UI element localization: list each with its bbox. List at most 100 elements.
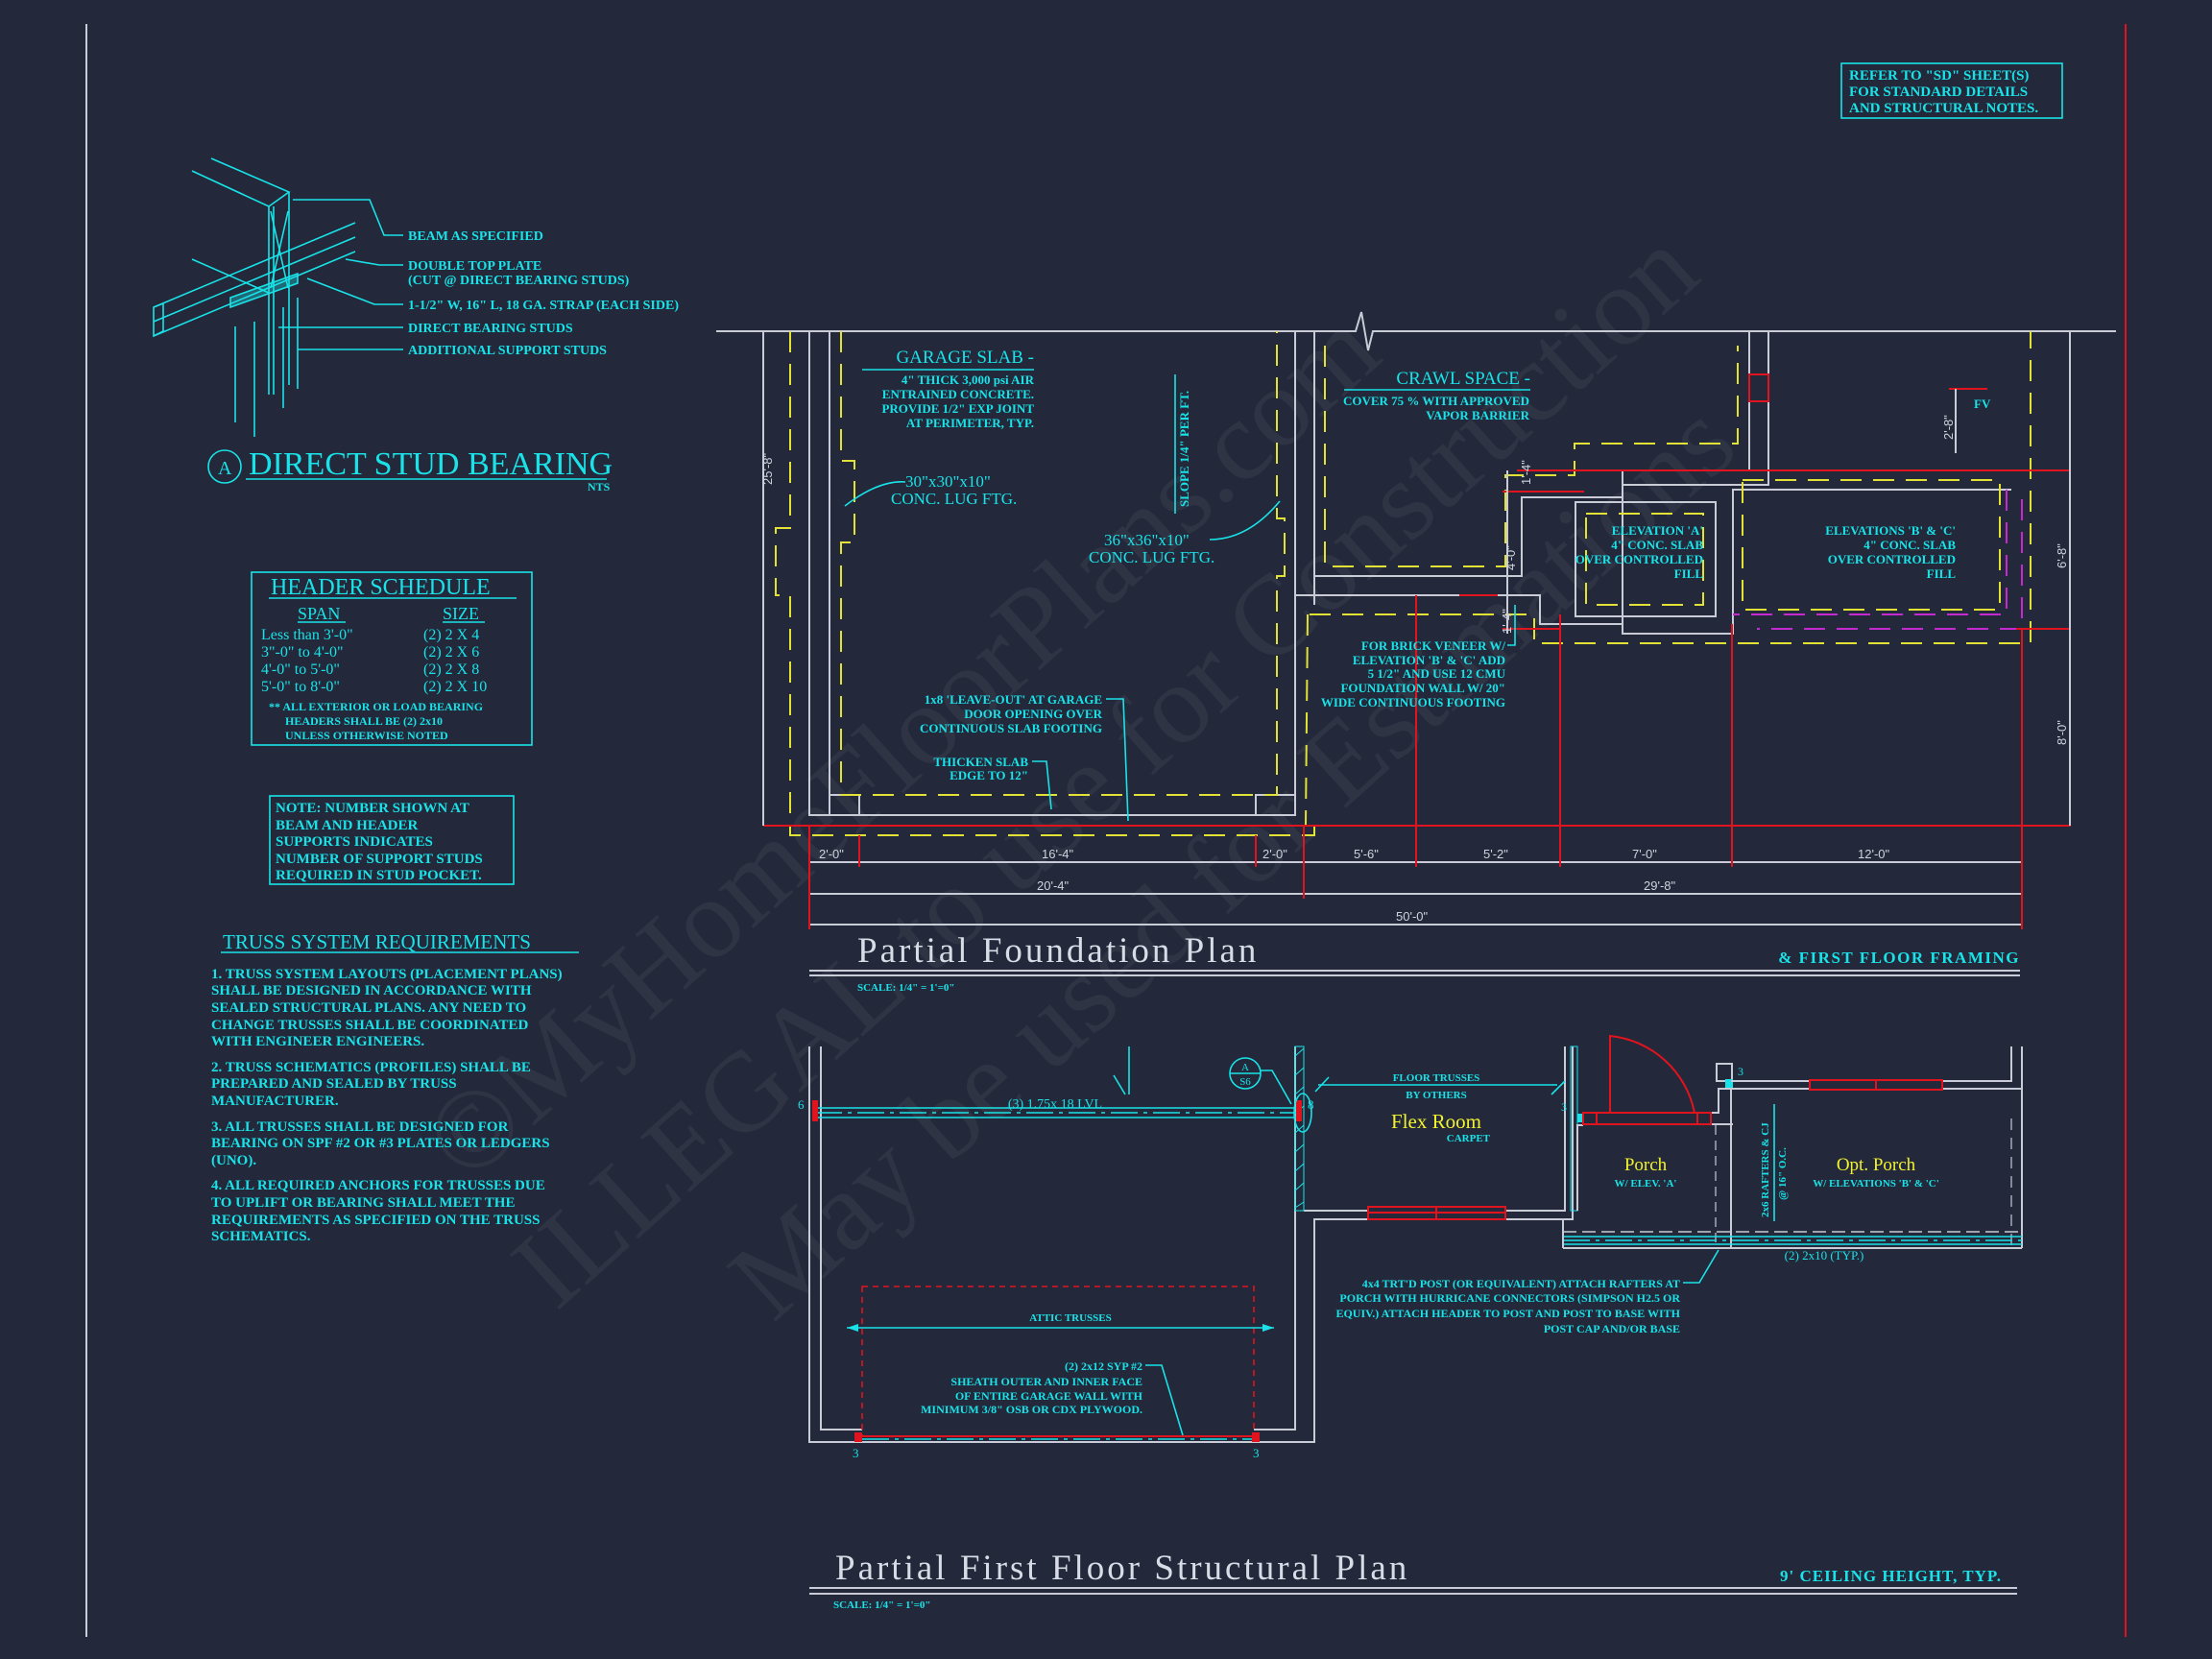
stud-note-line: REQUIRED IN STUD POCKET. (276, 868, 482, 883)
slope-label: SLOPE 1/4" PER FT. (1177, 391, 1191, 507)
brick-note: FOUNDATION WALL W/ 20" (1340, 681, 1505, 695)
garage-note: 4" THICK 3,000 psi AIR (902, 373, 1035, 387)
foundation-plan-scale: SCALE: 1/4" = 1'=0" (857, 982, 954, 994)
stud-label-top-plate-cut: (CUT @ DIRECT BEARING STUDS) (408, 274, 630, 288)
elev-bc-note: 4" CONC. SLAB (1863, 538, 1956, 552)
stud-count: 3 (1561, 1100, 1567, 1114)
post-note: POST CAP AND/OR BASE (1544, 1322, 1680, 1335)
truss-line: 3. ALL TRUSSES SHALL BE DESIGNED FOR (211, 1119, 509, 1135)
stud-label-direct-studs: DIRECT BEARING STUDS (408, 322, 573, 336)
post-note: 4x4 TRT'D POST (OR EQUIVALENT) ATTACH RA… (1362, 1277, 1680, 1290)
stud-label-top-plate: DOUBLE TOP PLATE (408, 259, 541, 274)
truss-line: SEALED STRUCTURAL PLANS. ANY NEED TO (211, 1000, 526, 1016)
dim-5-6: 5'-6" (1354, 847, 1379, 861)
sheath-note: (2) 2x12 SYP #2 (1065, 1359, 1142, 1373)
elev-a-note: FILL (1674, 566, 1704, 581)
stud-count: 3 (853, 1446, 859, 1460)
detail-tag-bottom[interactable]: S6 (1239, 1076, 1251, 1088)
dim-5-2: 5'-2" (1483, 847, 1508, 861)
dim-2-8: 2'-8" (1941, 415, 1956, 440)
flex-room-label: Flex Room (1391, 1110, 1481, 1133)
truss-title: TRUSS SYSTEM REQUIREMENTS (223, 930, 531, 953)
stud-label-support-studs: ADDITIONAL SUPPORT STUDS (408, 344, 607, 358)
dim-8-0: 8'-0" (2055, 720, 2069, 745)
post-note: EQUIV.) ATTACH HEADER TO POST AND POST T… (1335, 1307, 1680, 1320)
header-schedule-title: HEADER SCHEDULE (271, 575, 491, 600)
truss-line: PREPARED AND SEALED BY TRUSS (211, 1076, 457, 1092)
sheath-note: MINIMUM 3/8" OSB OR CDX PLYWOOD. (921, 1403, 1142, 1416)
crawl-space-title: CRAWL SPACE - (1396, 369, 1530, 389)
refer-note-line: REFER TO "SD" SHEET(S) (1849, 68, 2029, 84)
header-row: 4'-0" to 5'-0" (2) 2 X 8 (261, 661, 479, 678)
truss-line: SCHEMATICS. (211, 1229, 311, 1244)
stud-pocket-note: NOTE: NUMBER SHOWN AT BEAM AND HEADER SU… (269, 795, 515, 885)
brick-note: FOR BRICK VENEER W/ (1361, 638, 1506, 653)
garage-slab-title: GARAGE SLAB - (896, 348, 1034, 368)
lug-36-label: 36"x36"x10" (1104, 531, 1190, 549)
first-floor-plan-subtitle: 9' CEILING HEIGHT, TYP. (1780, 1567, 2002, 1585)
header-note: UNLESS OTHERWISE NOTED (285, 729, 448, 742)
truss-line: 2. TRUSS SCHEMATICS (PROFILES) SHALL BE (211, 1060, 531, 1075)
stud-detail-scale: NTS (588, 480, 611, 493)
header-note: HEADERS SHALL BE (2) 2x10 (285, 714, 443, 728)
lug-36-label: CONC. LUG FTG. (1089, 548, 1214, 566)
lvl-beam-label: (3) 1.75x 18 LVL (1008, 1097, 1102, 1112)
floor-trusses-label: FLOOR TRUSSES (1393, 1072, 1480, 1084)
opt-porch-sublabel: W/ ELEVATIONS 'B' & 'C' (1813, 1178, 1939, 1190)
stud-count: 6 (798, 1097, 805, 1112)
detail-tag: A (218, 458, 232, 479)
brick-note: WIDE CONTINUOUS FOOTING (1321, 695, 1505, 709)
garage-note: PROVIDE 1/2" EXP JOINT (881, 401, 1034, 416)
garage-note: AT PERIMETER, TYP. (906, 416, 1034, 430)
garage-note: ENTRAINED CONCRETE. (882, 387, 1034, 401)
elev-bc-note: OVER CONTROLLED (1828, 552, 1956, 566)
stud-note-line: NOTE: NUMBER SHOWN AT (276, 801, 469, 816)
truss-line: TO UPLIFT OR BEARING SHALL MEET THE (211, 1195, 515, 1211)
thicken-note: EDGE TO 12" (950, 768, 1028, 782)
foundation-plan-subtitle: & FIRST FLOOR FRAMING (1778, 949, 2020, 967)
header-size: (2) 2 X 8 (423, 661, 479, 678)
dim-25-8: 25'-8" (760, 452, 775, 485)
thicken-note: THICKEN SLAB (933, 755, 1028, 769)
leave-out-note: CONTINUOUS SLAB FOOTING (920, 721, 1102, 735)
detail-tag-top[interactable]: A (1241, 1062, 1249, 1073)
dim-29-8: 29'-8" (1644, 878, 1676, 893)
stud-note-line: NUMBER OF SUPPORT STUDS (276, 852, 483, 867)
stud-count: 3 (1253, 1446, 1260, 1460)
stud-note-line: SUPPORTS INDICATES (276, 834, 433, 850)
post-note: PORCH WITH HURRICANE CONNECTORS (SIMPSON… (1339, 1291, 1680, 1305)
truss-requirements: TRUSS SYSTEM REQUIREMENTS 1. TRUSS SYSTE… (211, 930, 579, 1244)
first-floor-plan-scale: SCALE: 1/4" = 1'=0" (833, 1599, 930, 1611)
truss-line: 4. ALL REQUIRED ANCHORS FOR TRUSSES DUE (211, 1178, 545, 1193)
porch-label: Porch (1624, 1155, 1668, 1175)
dim-7-0: 7'-0" (1632, 847, 1657, 861)
header-size: (2) 2 X 6 (423, 644, 479, 661)
header-size: (2) 2 X 4 (423, 627, 479, 643)
porch-sublabel: W/ ELEV. 'A' (1615, 1178, 1677, 1190)
direct-stud-bearing-detail: BEAM AS SPECIFIED DOUBLE TOP PLATE (CUT … (153, 157, 679, 493)
floor-trusses-label: BY OTHERS (1406, 1090, 1466, 1101)
header-row: 3"-0" to 4'-0" (2) 2 X 6 (261, 644, 479, 661)
refer-note-line: AND STRUCTURAL NOTES. (1849, 101, 2038, 116)
refer-note-line: FOR STANDARD DETAILS (1849, 84, 2028, 100)
stud-detail-title: DIRECT STUD BEARING (249, 446, 613, 482)
header-span: Less than 3'-0" (261, 627, 353, 643)
elev-a-note: ELEVATION 'A' (1612, 523, 1703, 538)
truss-line: WITH ENGINEER ENGINEERS. (211, 1034, 424, 1049)
truss-line: SHALL BE DESIGNED IN ACCORDANCE WITH (211, 983, 532, 998)
header-note: ** ALL EXTERIOR OR LOAD BEARING (269, 700, 483, 713)
dim-12-0: 12'-0" (1858, 847, 1890, 861)
partial-first-floor-plan: (3) 1.75x 18 LVL 6 8 A S6 FLOOR TRUSSES … (798, 1034, 2023, 1611)
beam-2x10-label: (2) 2x10 (TYP.) (1785, 1248, 1864, 1262)
header-col-span: SPAN (298, 604, 340, 623)
rafters-label: 2x6 RAFTERS & CJ (1760, 1122, 1771, 1217)
foundation-plan-title: Partial Foundation Plan (857, 931, 1259, 971)
stud-count: 3 (1738, 1065, 1743, 1078)
crawl-note: VAPOR BARRIER (1426, 408, 1529, 422)
first-floor-plan-title: Partial First Floor Structural Plan (835, 1549, 1409, 1588)
leave-out-note: DOOR OPENING OVER (964, 707, 1102, 721)
leave-out-note: 1x8 'LEAVE-OUT' AT GARAGE (925, 692, 1102, 707)
truss-line: (UNO). (211, 1153, 256, 1168)
header-size: (2) 2 X 10 (423, 679, 487, 695)
